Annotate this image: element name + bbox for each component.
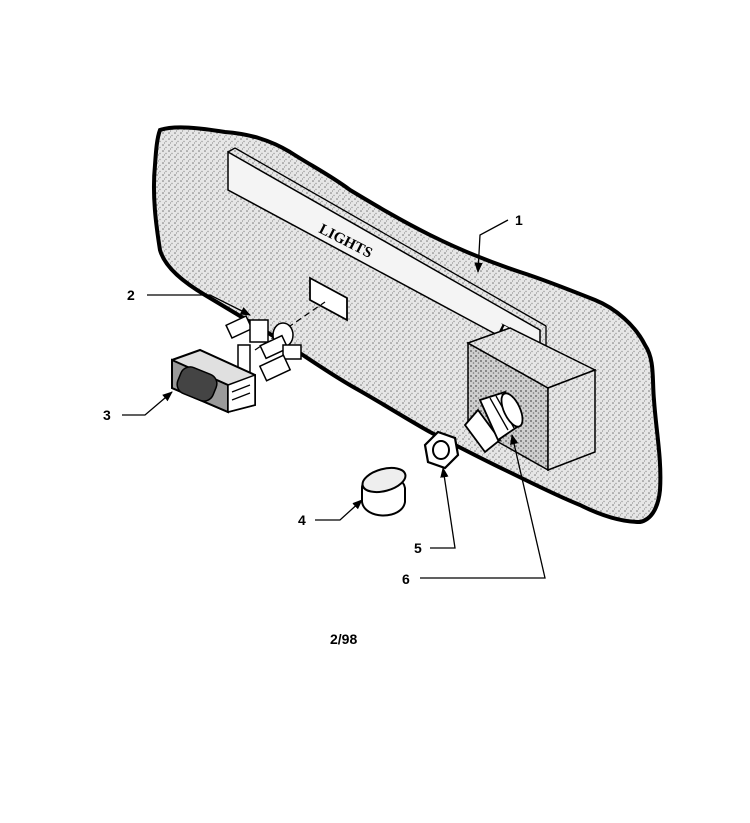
callout-3-number: 3 (103, 407, 111, 423)
callout-6-number: 6 (402, 571, 410, 587)
switch-opening (309, 276, 348, 322)
diagram-date-code: 2/98 (330, 631, 357, 647)
nameplate-edge (227, 147, 236, 153)
nameplate-edge-top (234, 147, 547, 327)
callout-4-number: 4 (298, 512, 306, 528)
callout-5-number: 5 (414, 540, 422, 556)
callout-1-number: 1 (515, 212, 523, 228)
leader-5 (430, 466, 456, 549)
leader-2 (147, 294, 251, 316)
callout-leaders (122, 219, 546, 579)
leader-4 (315, 499, 363, 521)
fan-control-shaft (463, 390, 524, 454)
control-knob (361, 466, 407, 517)
callout-2-number: 2 (127, 287, 135, 303)
leader-3 (122, 391, 173, 416)
hex-nut (423, 430, 460, 470)
leader-1 (474, 219, 509, 274)
switch-detail-line (231, 384, 251, 393)
leader-6 (420, 433, 546, 579)
switch-detail-line (231, 392, 251, 401)
fan-housing-side (547, 368, 596, 472)
rocker-switch (171, 348, 256, 414)
